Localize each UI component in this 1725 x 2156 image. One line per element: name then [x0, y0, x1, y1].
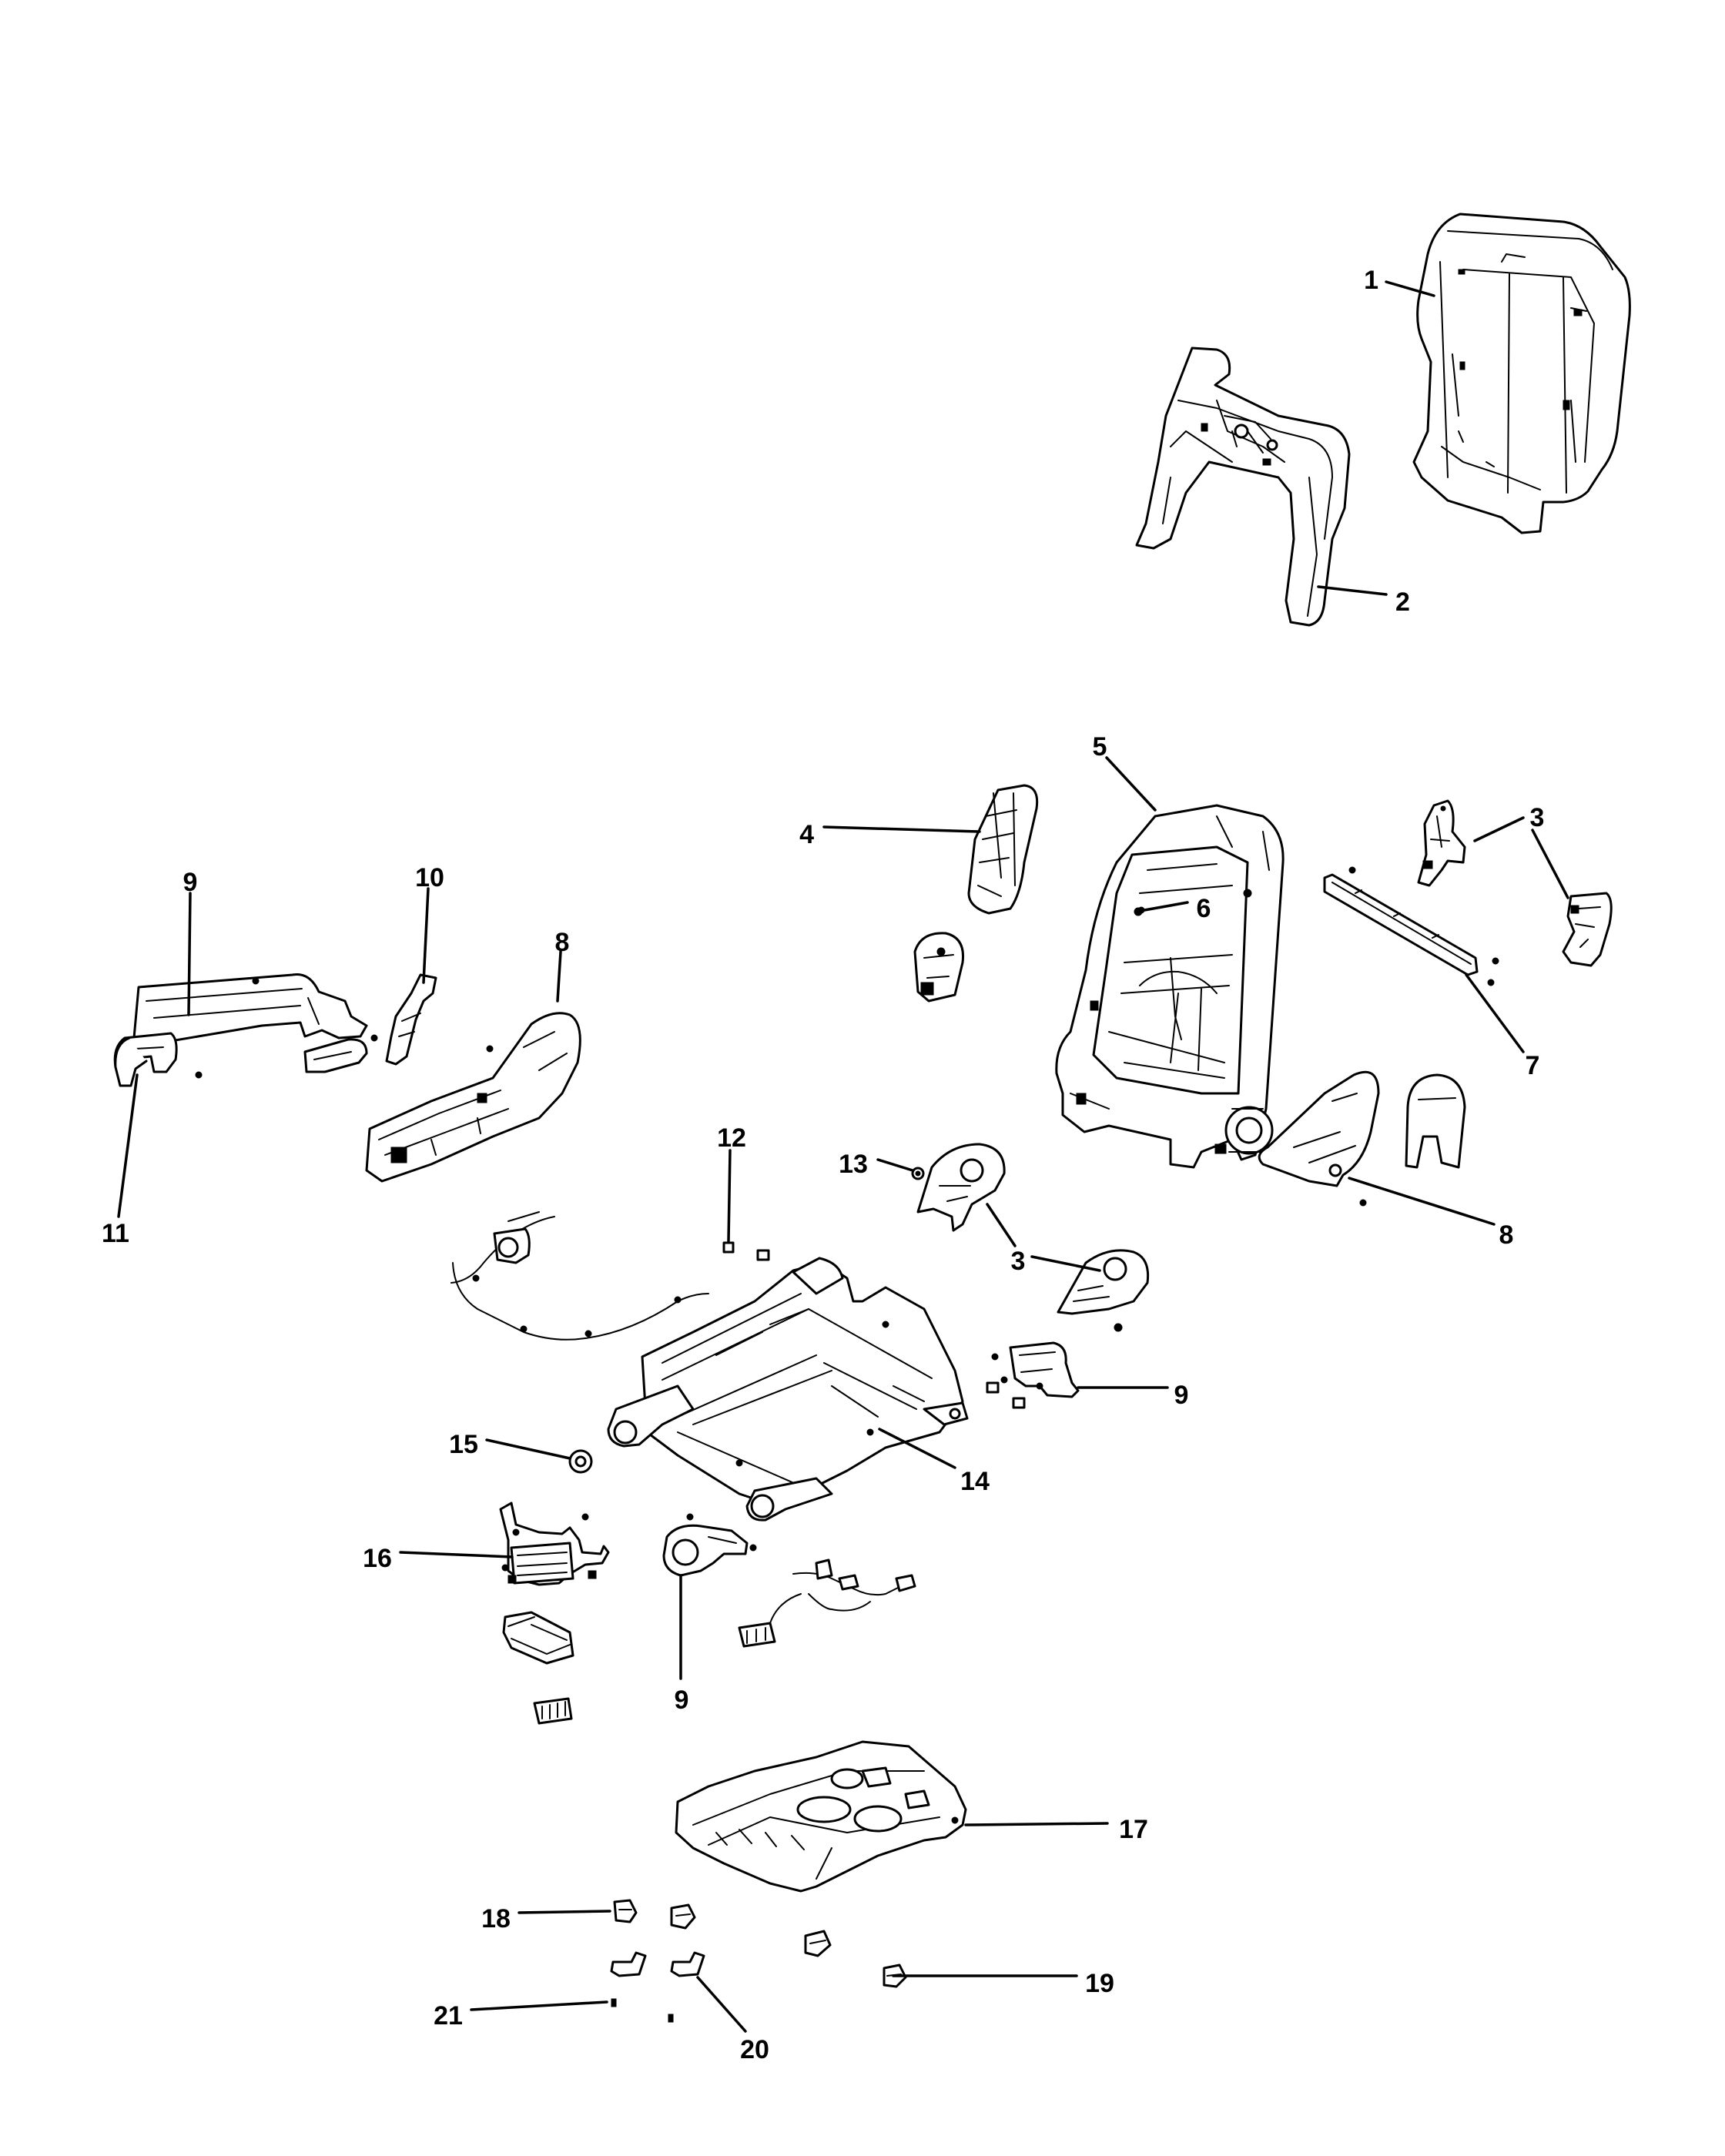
leader-line-c12 [727, 1149, 732, 1243]
callout-label-c2: 2 [1395, 588, 1410, 617]
leader-line-c3c [986, 1203, 1017, 1247]
part-14-seat-cushion-frame [607, 1257, 969, 1522]
leader-line-c10 [422, 887, 430, 984]
part-9-handle [303, 1038, 368, 1073]
callout-label-c7: 7 [1526, 1051, 1540, 1080]
callout-label-c8b: 8 [1499, 1220, 1514, 1250]
part-12-clip [722, 1241, 770, 1261]
part-8-cover-piece [1405, 1073, 1466, 1169]
callout-label-c3c: 3 [1011, 1247, 1026, 1276]
leader-line-c2 [1317, 585, 1388, 596]
part-3-recliner-cover-upper [916, 1143, 1006, 1232]
part-17-seat-pan [675, 1740, 967, 1893]
leader-line-c20 [696, 1976, 747, 2033]
part-3-bracket-right [1562, 892, 1613, 967]
leader-line-c14 [878, 1428, 956, 1469]
callout-label-c4: 4 [799, 820, 814, 849]
part-9-track-cover-right [986, 1341, 1080, 1409]
callout-label-c1: 1 [1364, 266, 1378, 295]
part-4-airbag-module [967, 784, 1039, 915]
part-1-seat-back-panel [1412, 213, 1631, 534]
part-21-bolt-b [668, 2014, 674, 2023]
part-20-bracket-b [670, 1951, 705, 1977]
callout-label-c8a: 8 [555, 928, 570, 957]
part-7-cross-bar [1323, 866, 1499, 986]
part-11-trim-cover [114, 1036, 148, 1087]
part-8-side-shield-left [365, 1012, 581, 1183]
leader-line-c21 [470, 2000, 608, 2011]
leader-line-c8a [556, 950, 562, 1003]
callout-label-c12: 12 [717, 1123, 746, 1153]
part-3-recliner-cover-lower [1057, 1249, 1150, 1332]
callout-label-c19: 19 [1085, 1969, 1114, 1998]
part-21-bolt-a [611, 1998, 617, 2007]
leader-line-c1 [1385, 280, 1435, 297]
part-5-seat-back-frame [1055, 804, 1285, 1169]
part-18-clip-b [670, 1903, 696, 1930]
part-18-clip-a [613, 1899, 638, 1923]
callout-label-c20: 20 [740, 2035, 769, 2064]
part-4-lower-cover [913, 932, 965, 1003]
wiring-harness-upper [451, 1211, 709, 1341]
callout-label-c6: 6 [1197, 894, 1211, 923]
leader-line-c4 [822, 825, 981, 833]
part-16-module-box [502, 1611, 574, 1665]
leader-line-c13 [876, 1158, 914, 1172]
callout-label-c3a: 3 [1530, 803, 1545, 832]
leader-line-c3d [1030, 1255, 1101, 1272]
leader-line-c8b [1348, 1177, 1496, 1226]
part-20-bracket-a [610, 1951, 647, 1977]
part-18-clip-c [804, 1930, 832, 1957]
part-15-grommet [568, 1449, 593, 1474]
part-16-connector [533, 1697, 573, 1725]
leader-line-c11 [117, 1073, 139, 1218]
leader-line-c18 [518, 1910, 611, 1914]
leader-line-c15 [485, 1438, 571, 1460]
callout-label-c9a: 9 [183, 868, 198, 897]
callout-label-c18: 18 [481, 1904, 511, 1933]
leader-line-c3a [1473, 816, 1525, 842]
callout-label-c14: 14 [960, 1467, 990, 1496]
callout-label-c16: 16 [363, 1544, 392, 1573]
callout-label-c10: 10 [415, 863, 444, 892]
callout-label-c9c: 9 [675, 1686, 689, 1715]
callout-label-c9b: 9 [1174, 1381, 1189, 1410]
part-16-control-module [499, 1502, 610, 1586]
leader-line-c3b [1531, 829, 1569, 899]
part-9-lower-cover [662, 1513, 757, 1577]
callout-label-c5: 5 [1093, 732, 1107, 762]
part-8-side-shield-right [1258, 1070, 1380, 1207]
callout-label-c15: 15 [449, 1430, 478, 1459]
part-13-nut [911, 1167, 925, 1180]
part-3-bracket-upper [1417, 799, 1466, 887]
leader-line-c6 [1143, 901, 1189, 912]
callout-label-c11: 11 [102, 1219, 129, 1248]
part-2-seat-back-trim [1135, 346, 1351, 627]
leader-line-c5 [1105, 756, 1157, 812]
callout-label-c21: 21 [434, 2001, 463, 2030]
wiring-harness-lower [738, 1558, 916, 1648]
callout-label-c13: 13 [839, 1150, 868, 1179]
callout-label-c17: 17 [1119, 1815, 1148, 1844]
leader-line-c9a [187, 892, 192, 1016]
leader-line-c7 [1465, 973, 1525, 1053]
leader-line-c16 [399, 1551, 514, 1558]
part-10-bracket [385, 973, 437, 1066]
leader-line-c17 [964, 1822, 1109, 1826]
